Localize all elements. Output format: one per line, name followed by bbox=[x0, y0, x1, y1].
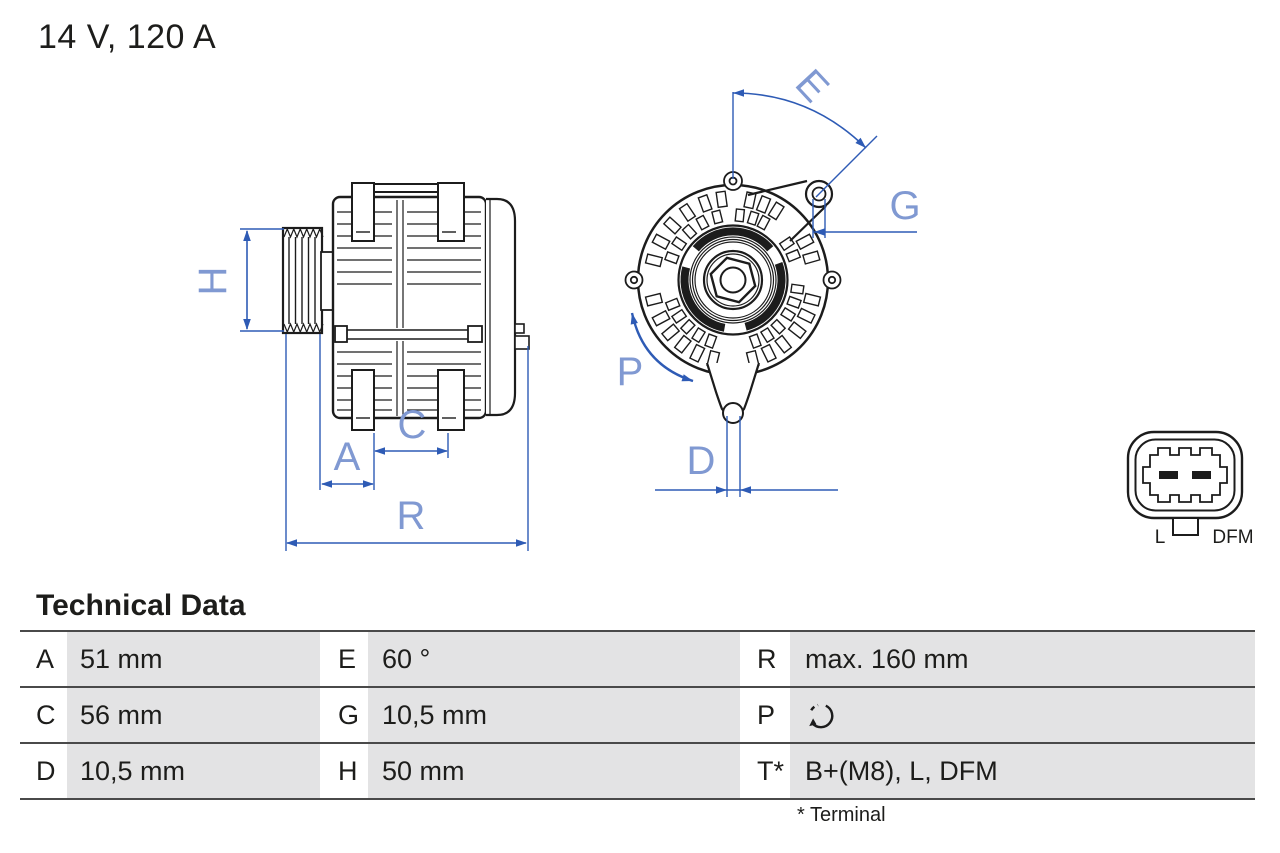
dimension-extension-lines bbox=[240, 228, 529, 551]
terminal-footnote: * Terminal bbox=[797, 804, 886, 826]
connector-label-dfm: DFM bbox=[1212, 527, 1253, 548]
connector-pin-dfm bbox=[1192, 471, 1211, 479]
dimension-label-d: D bbox=[687, 439, 716, 483]
technical-data-heading: Technical Data bbox=[36, 589, 246, 622]
table-key-e: E bbox=[338, 632, 368, 686]
dimension-label-c: C bbox=[398, 403, 427, 447]
shaft-nut-hexagon bbox=[709, 256, 757, 304]
table-value-g: 10,5 mm bbox=[368, 688, 740, 742]
table-value-a: 51 mm bbox=[67, 632, 320, 686]
page-title: 14 V, 120 A bbox=[38, 18, 217, 56]
table-value-c: 56 mm bbox=[67, 688, 320, 742]
connector-key-tab bbox=[1172, 517, 1199, 536]
mounting-ears bbox=[624, 171, 842, 290]
front-view-drawing: E G P D bbox=[617, 61, 921, 497]
bottom-lug bbox=[705, 362, 761, 424]
dimension-label-h: H bbox=[191, 267, 235, 296]
dimension-label-p: P bbox=[617, 350, 644, 394]
technical-data-table: A 51 mm E 60 ° R max. 160 mm C 56 mm G 1… bbox=[20, 630, 1255, 800]
table-key-a: A bbox=[20, 632, 67, 686]
pulley bbox=[281, 226, 334, 335]
housing-outline bbox=[636, 183, 830, 377]
connector-pinout-drawing: L DFM bbox=[1126, 430, 1254, 548]
table-key-g: G bbox=[338, 688, 368, 742]
table-value-t: B+(M8), L, DFM bbox=[790, 744, 1255, 798]
side-view-drawing: H A C R bbox=[191, 182, 530, 551]
table-value-h: 50 mm bbox=[368, 744, 740, 798]
alternator-body-side bbox=[331, 182, 530, 431]
table-value-p bbox=[790, 688, 1255, 742]
table-value-r: max. 160 mm bbox=[790, 632, 1255, 686]
stator-and-shaft-rings bbox=[677, 224, 789, 336]
table-row: A 51 mm E 60 ° R max. 160 mm bbox=[20, 630, 1255, 686]
table-key-p: P bbox=[756, 688, 790, 742]
mounting-lugs bbox=[351, 182, 465, 431]
table-key-h: H bbox=[338, 744, 368, 798]
table-key-r: R bbox=[756, 632, 790, 686]
side-view-dimensions: H A C R bbox=[191, 228, 529, 551]
table-value-d: 10,5 mm bbox=[67, 744, 320, 798]
table-row: C 56 mm G 10,5 mm P bbox=[20, 686, 1255, 742]
table-key-d: D bbox=[20, 744, 67, 798]
front-view-dimensions: E G P D bbox=[617, 61, 921, 497]
connector-label-l: L bbox=[1155, 527, 1166, 548]
table-value-e: 60 ° bbox=[368, 632, 740, 686]
clockwise-rotation-icon bbox=[809, 703, 834, 729]
rear-cover bbox=[486, 197, 530, 417]
dimension-label-a: A bbox=[334, 435, 361, 479]
table-key-t: T* bbox=[756, 744, 790, 798]
alternator-technical-drawing: H A C R bbox=[191, 61, 1254, 551]
dimension-label-r: R bbox=[397, 494, 426, 538]
connector-pin-l bbox=[1159, 471, 1178, 479]
b-plus-terminal bbox=[514, 323, 525, 334]
table-row: D 10,5 mm H 50 mm T* B+(M8), L, DFM bbox=[20, 742, 1255, 800]
through-bolt bbox=[334, 325, 483, 343]
table-key-c: C bbox=[20, 688, 67, 742]
dimension-label-g: G bbox=[889, 184, 920, 228]
